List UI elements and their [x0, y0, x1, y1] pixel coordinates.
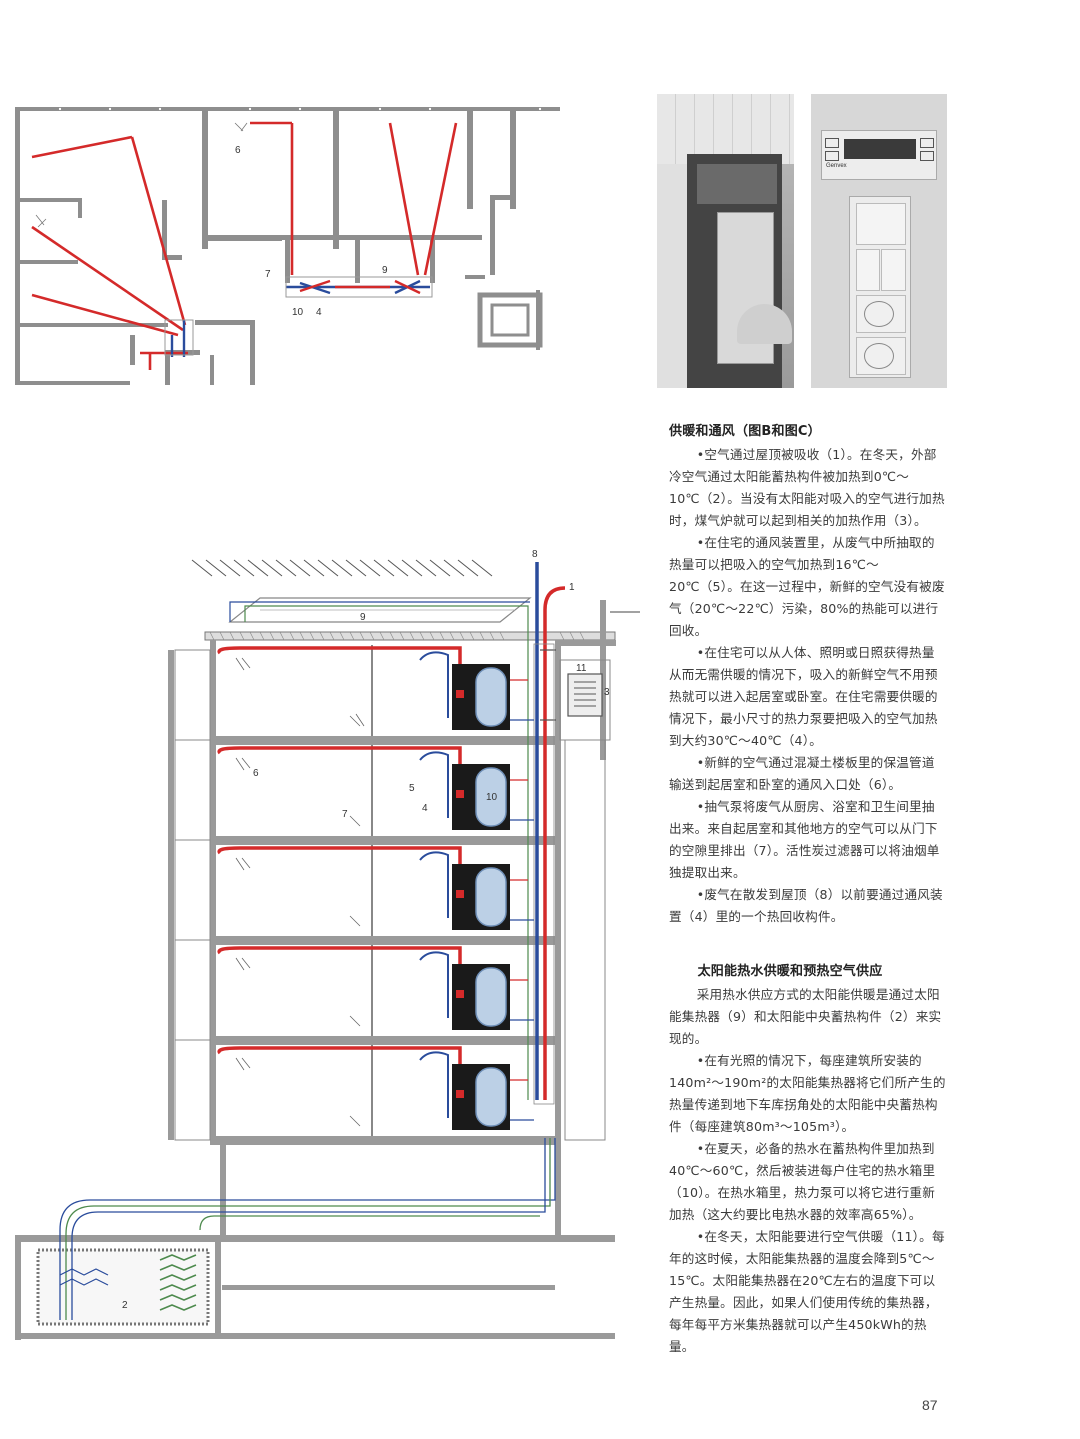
section-label-7: 7	[342, 809, 348, 820]
section-label-1: 1	[569, 582, 575, 593]
section-label-6: 6	[253, 768, 259, 779]
section-label-4: 4	[422, 803, 428, 814]
section1-paragraph: •在住宅的通风装置里，从废气中所抽取的热量可以把吸入的空气加热到16℃～20℃（…	[669, 535, 945, 638]
plan-label-6: 6	[235, 145, 241, 156]
section-label-2: 2	[122, 1300, 128, 1311]
section2-paragraph: 采用热水供应方式的太阳能供暖是通过太阳能集热器（9）和太阳能中央蓄热构件（2）来…	[669, 987, 942, 1046]
section1-paragraph: •在住宅可以从人体、照明或日照获得热量从而无需供暖的情况下，吸入的新鲜空气不用预…	[669, 645, 938, 748]
section1-paragraph: •新鲜的空气通过混凝土楼板里的保温管道输送到起居室和卧室的通风入口处（6）。	[669, 755, 935, 792]
floor-plan-diagram: 6 7 9 10 4	[15, 107, 560, 385]
section-label-5: 5	[409, 783, 415, 794]
section2-heading: 太阳能热水供暖和预热空气供应	[697, 964, 883, 979]
bathroom-photo	[657, 94, 794, 388]
section-label-11: 11	[576, 663, 587, 674]
section1-heading: 供暖和通风（图B和图C）	[669, 424, 821, 439]
building-section-diagram: 8 1 9 11 3 5 4 10 6 7 2	[15, 549, 640, 1340]
section1-paragraph: •废气在散发到屋顶（8）以前要通过通风装置（4）里的一个热回收构件。	[669, 887, 943, 924]
section1-paragraph: •抽气泵将废气从厨房、浴室和卫生间里抽出来。来自起居室和其他地方的空气可以从门下…	[669, 799, 940, 880]
control-panel-photo: Genvex	[811, 94, 947, 388]
section1-paragraph: •空气通过屋顶被吸收（1）。在冬天，外部冷空气通过太阳能蓄热构件被加热到0℃～1…	[669, 447, 945, 528]
plan-label-9: 9	[382, 265, 388, 276]
section-label-9: 9	[360, 612, 366, 623]
section-label-3: 3	[604, 687, 610, 698]
plan-label-4: 4	[316, 307, 322, 318]
plan-label-7: 7	[265, 269, 271, 280]
page-number: 87	[922, 1397, 938, 1413]
section-label-8: 8	[532, 549, 538, 560]
control-panel-brand: Genvex	[826, 163, 847, 169]
text-section-solar-heating: 太阳能热水供暖和预热空气供应 采用热水供应方式的太阳能供暖是通过太阳能集热器（9…	[669, 960, 947, 1358]
plan-label-10: 10	[292, 307, 304, 318]
section2-paragraph: •在夏天，必备的热水在蓄热构件里加热到40℃～60℃，然后被装进每户住宅的热水箱…	[669, 1141, 936, 1222]
section2-paragraph: •在冬天，太阳能要进行空气供暖（11）。每年的这时候，太阳能集热器的温度会降到5…	[669, 1229, 945, 1354]
section2-paragraph: •在有光照的情况下，每座建筑所安装的140m²～190m²的太阳能集热器将它们所…	[669, 1053, 946, 1134]
section-label-10: 10	[486, 792, 498, 803]
text-section-heating-ventilation: 供暖和通风（图B和图C） •空气通过屋顶被吸收（1）。在冬天，外部冷空气通过太阳…	[669, 420, 947, 928]
